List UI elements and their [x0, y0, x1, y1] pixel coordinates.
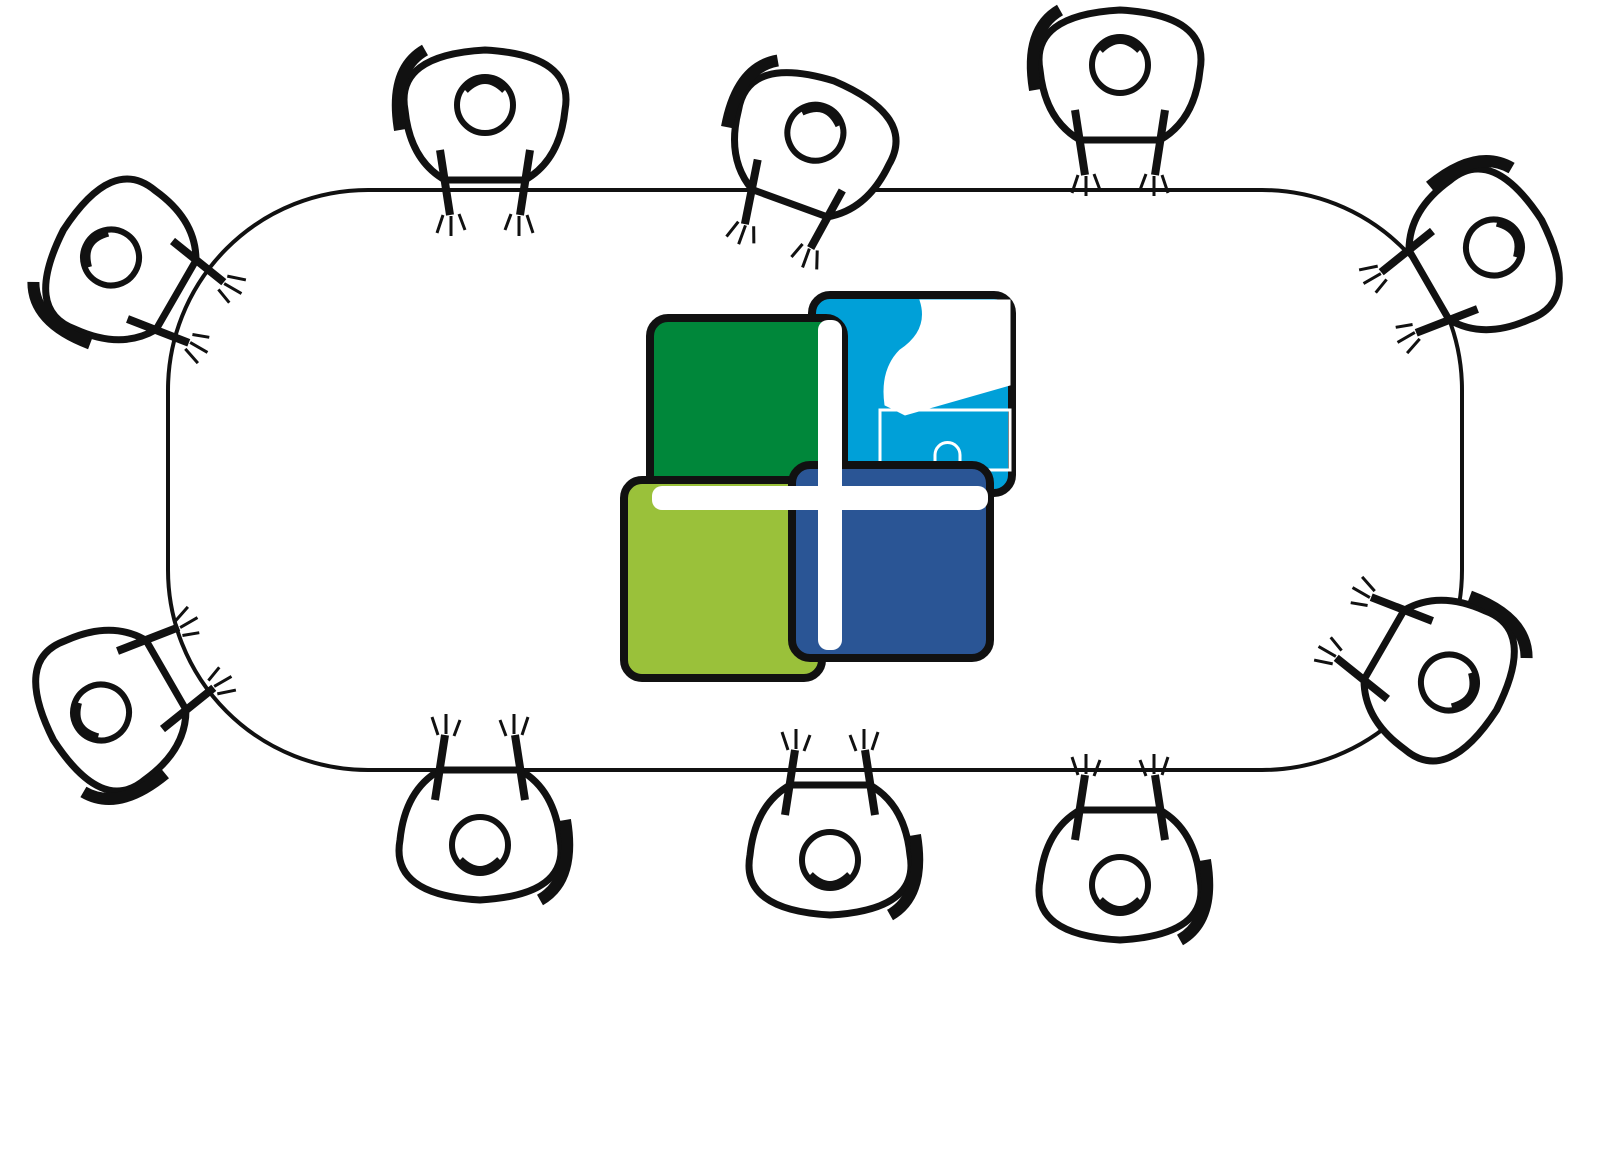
- person-figure: [1035, 754, 1214, 946]
- person-figure: [745, 729, 924, 921]
- person-figure: [721, 54, 900, 270]
- person-figure: [27, 175, 247, 365]
- person-figure: [395, 714, 574, 906]
- church-tower-icon: [878, 299, 1012, 472]
- logo-cross-vertical: [818, 320, 842, 650]
- people-group: [27, 4, 1563, 946]
- person-figure: [1358, 155, 1563, 355]
- person-figure: [391, 44, 570, 236]
- person-figure: [1026, 4, 1205, 196]
- logo-cross-horizontal: [652, 486, 988, 510]
- person-figure: [32, 605, 237, 805]
- logo: [620, 291, 1016, 682]
- person-figure: [1313, 575, 1533, 765]
